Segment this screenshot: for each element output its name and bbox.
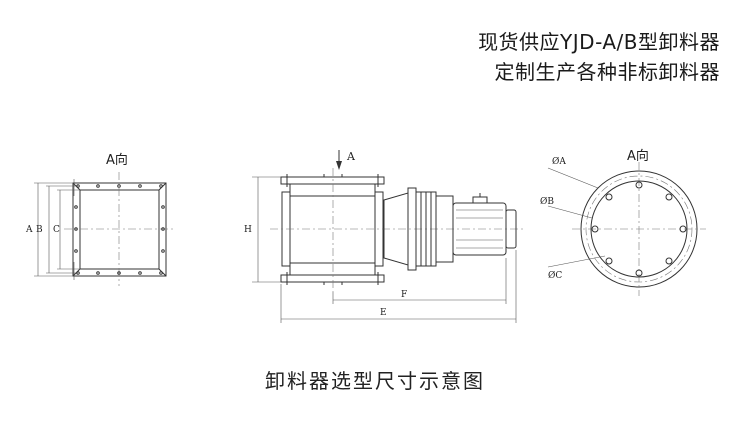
round-flange-view: A向 ØA ØB ØC bbox=[540, 148, 706, 296]
phi-c-label: ØC bbox=[548, 270, 562, 281]
arrow-a-head bbox=[336, 161, 342, 170]
side-elevation-view: A bbox=[244, 150, 525, 323]
bottom-flange bbox=[280, 274, 385, 283]
view-a-right-label: A向 bbox=[627, 148, 649, 164]
phi-b-label: ØB bbox=[540, 196, 554, 207]
dim-f-label: F bbox=[401, 290, 407, 300]
dim-b-label: B bbox=[36, 225, 43, 235]
phi-a-label: ØA bbox=[552, 156, 566, 167]
motor-fan-cover bbox=[505, 209, 517, 249]
valve-body bbox=[289, 183, 376, 276]
arrow-a-label: A bbox=[346, 150, 356, 163]
top-flange bbox=[280, 176, 385, 185]
square-flange-view: A向 A B C bbox=[25, 152, 176, 286]
outer-flange-square bbox=[72, 182, 167, 277]
diagram-caption: 卸料器选型尺寸示意图 bbox=[265, 369, 485, 393]
dim-e-label: E bbox=[380, 308, 387, 318]
terminal-box bbox=[472, 196, 488, 204]
dim-h-label: H bbox=[244, 225, 252, 235]
headline-line-2: 定制生产各种非标卸料器 bbox=[494, 60, 720, 84]
dim-c-label: C bbox=[53, 225, 60, 235]
view-a-left-label: A向 bbox=[106, 152, 128, 168]
headline-line-1: 现货供应YJD-A/B型卸料器 bbox=[478, 30, 720, 54]
dim-a-label: A bbox=[25, 225, 33, 235]
inner-flange-square bbox=[79, 189, 160, 270]
